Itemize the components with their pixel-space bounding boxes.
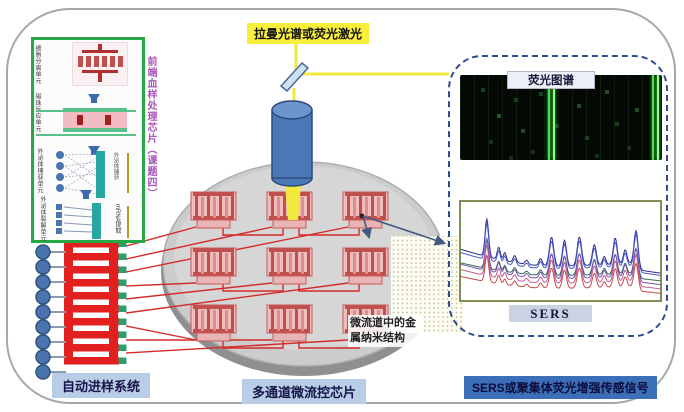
- auto-sampler-label: 自动进样系统: [52, 373, 151, 398]
- fluorescence-label: 荧光图谱: [507, 71, 595, 89]
- nanostructure-label: 微流道中的金属纳米结构: [348, 315, 422, 347]
- front-end-chip-panel: 细胞分离单元 磁珠反应单元 外泌体捕获单元 外泌体裂解单元: [31, 37, 145, 243]
- fluorescence-band-line: [652, 75, 654, 160]
- divider-line: [127, 153, 129, 193]
- fluorescence-image: [460, 75, 662, 160]
- front-end-chip-vertical-label: 前端血样处理芯片（课题四）: [145, 56, 156, 199]
- unit-label-cell-separation: 细胞分离单元: [34, 45, 40, 84]
- capture-unit-icon: [56, 151, 105, 198]
- mirror-icon: [279, 61, 310, 93]
- sers-spectra-canvas: [460, 217, 661, 294]
- mrna-unit-icon: [56, 203, 101, 239]
- cell-separator-icon: [72, 42, 128, 86]
- objective-lens-icon: [271, 100, 313, 187]
- reaction-chip-icon: [63, 108, 127, 136]
- mrna-label: mRNA提取: [114, 204, 120, 234]
- multichannel-chip-label: 多通道微流控芯片: [242, 379, 367, 404]
- focused-beam: [285, 184, 301, 220]
- fluorescence-speckles: [460, 75, 462, 77]
- sampler-manifold: [64, 228, 127, 365]
- laser-source-label: 拉曼光谱或荧光激光: [247, 23, 370, 44]
- zoom-callout-arrows: [359, 213, 447, 246]
- sers-label: SERS: [509, 305, 592, 322]
- flow-arrow-icon: [88, 94, 100, 103]
- unit-label-exosome-capture: 外泌体捕获单元: [36, 148, 42, 194]
- sample-vials: [35, 244, 66, 380]
- fluorescence-band-line: [553, 75, 555, 160]
- flow-arrow-icon: [88, 146, 100, 155]
- channel-line: [36, 134, 136, 136]
- readout-panel: 荧光图谱 SERS: [448, 55, 668, 337]
- unit-label-exosome-lysis: 外泌体裂解单元: [39, 196, 45, 242]
- flow-arrow-icon: [80, 190, 92, 199]
- sers-spectra-plot: [459, 200, 662, 302]
- laser-beam-path: [292, 40, 449, 116]
- divider-line: [127, 206, 129, 238]
- fluorescence-band-line: [548, 75, 550, 160]
- fluorescence-band-line: [657, 75, 659, 160]
- capture-unit-small-label: 外泌体捕获: [112, 152, 119, 180]
- sensing-signal-label: SERS或聚集体荧光增强传感信号: [464, 376, 657, 399]
- unit-label-reaction: 磁珠反应单元: [34, 93, 40, 132]
